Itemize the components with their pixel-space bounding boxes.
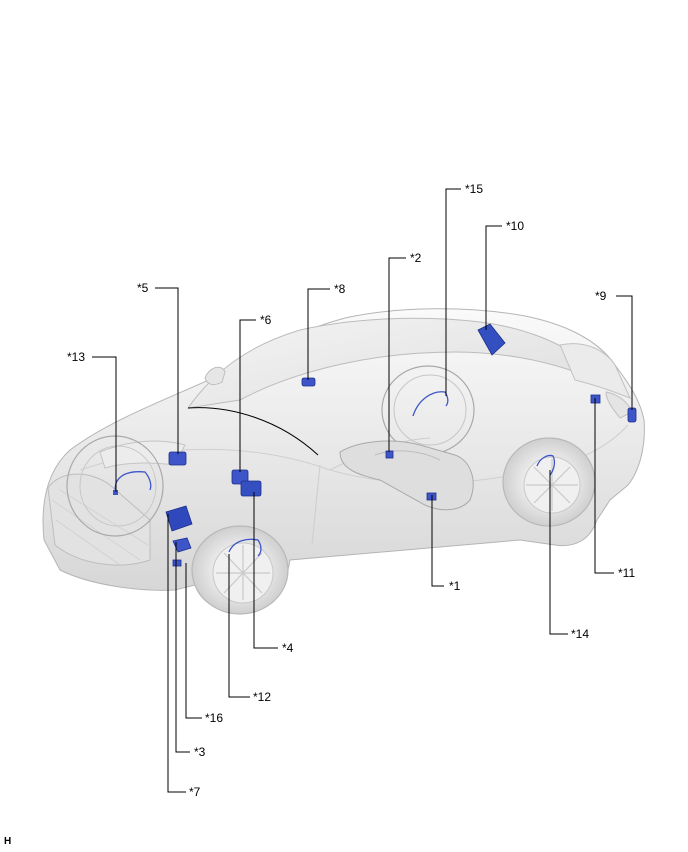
leader-4 bbox=[253, 492, 278, 649]
fuel-tank bbox=[339, 440, 474, 511]
wheels bbox=[66, 365, 596, 615]
callout-2: *2 bbox=[410, 251, 422, 265]
leader-13 bbox=[92, 356, 117, 492]
leader-9 bbox=[616, 295, 633, 410]
leader-5 bbox=[155, 287, 179, 454]
component-16 bbox=[172, 559, 182, 567]
leader-8 bbox=[307, 288, 330, 380]
leader-3 bbox=[175, 542, 190, 753]
component-7 bbox=[165, 505, 193, 532]
leader-12 bbox=[228, 554, 250, 698]
leader-1 bbox=[431, 495, 444, 587]
leader-14 bbox=[549, 470, 568, 635]
callout-9: *9 bbox=[595, 289, 607, 303]
leader-15 bbox=[445, 188, 461, 396]
component-9 bbox=[627, 407, 637, 423]
callout-15: *15 bbox=[465, 182, 483, 196]
callout-1: *1 bbox=[449, 579, 461, 593]
component-13-wire bbox=[114, 471, 152, 495]
leader-16 bbox=[185, 563, 202, 719]
leader-11 bbox=[594, 398, 614, 574]
callout-5: *5 bbox=[137, 281, 149, 295]
component-2 bbox=[385, 450, 394, 459]
component-14-wire bbox=[536, 454, 556, 476]
figure-code: H bbox=[4, 836, 12, 847]
rear-deck bbox=[559, 343, 631, 399]
callout-3: *3 bbox=[194, 745, 206, 759]
leader-lines bbox=[92, 188, 633, 793]
leader-10 bbox=[485, 225, 502, 330]
callout-8: *8 bbox=[334, 282, 346, 296]
leader-7 bbox=[167, 514, 186, 793]
component-15-wire bbox=[412, 391, 449, 417]
leader-6 bbox=[239, 319, 256, 472]
callout-7: *7 bbox=[189, 785, 201, 799]
callout-4: *4 bbox=[282, 641, 294, 655]
callout-14: *14 bbox=[571, 627, 589, 641]
callout-11: *11 bbox=[618, 566, 635, 580]
component-4 bbox=[240, 480, 262, 497]
callout-10: *10 bbox=[506, 219, 524, 233]
front-right-tire bbox=[66, 435, 164, 537]
component-12-wire bbox=[228, 538, 262, 557]
leader-2 bbox=[388, 257, 406, 452]
callout-13: *13 bbox=[67, 350, 85, 364]
windshield-and-roof bbox=[186, 317, 581, 409]
callout-6: *6 bbox=[260, 313, 272, 327]
components bbox=[113, 323, 637, 567]
callout-labels: *1 *2 *3 *4 *5 *6 *7 *8 *9 *10 *11 *12 *… bbox=[67, 182, 635, 799]
side-mirror bbox=[204, 366, 226, 386]
callout-12: *12 bbox=[253, 690, 271, 704]
callout-16: *16 bbox=[205, 711, 223, 725]
